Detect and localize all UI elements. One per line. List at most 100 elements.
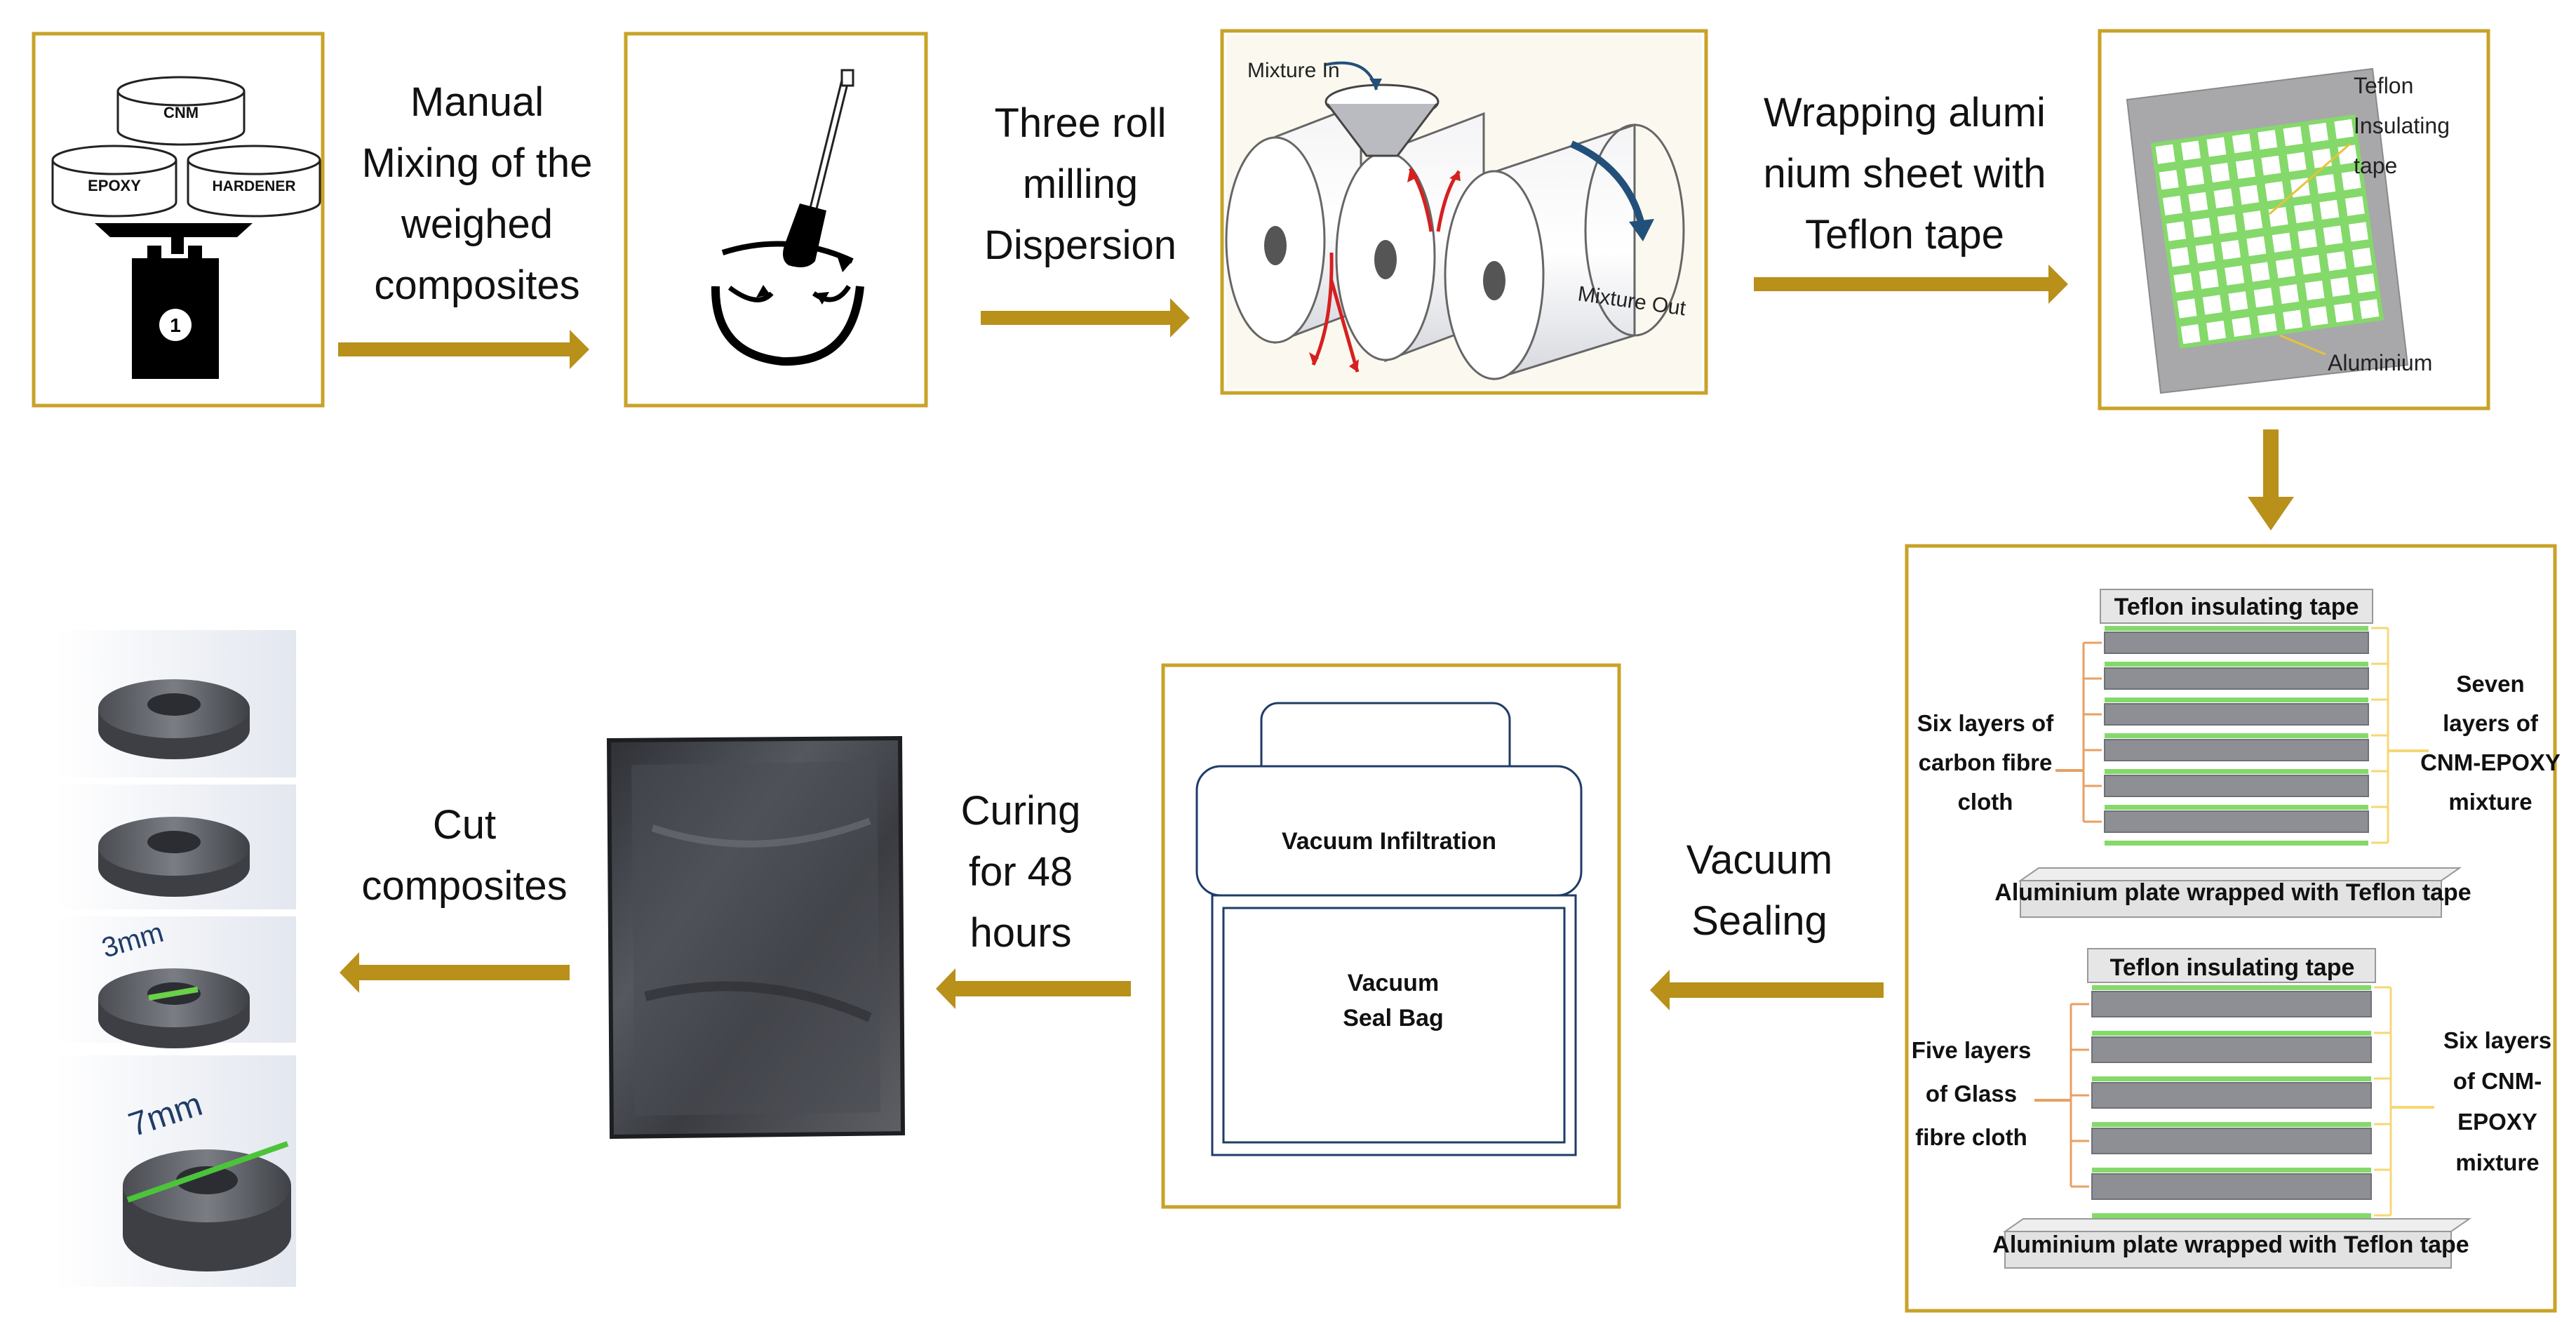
mesh-cell: [2180, 324, 2201, 345]
fibre-ply: [2091, 991, 2372, 1017]
milling-caption: Three roll milling Dispersion: [984, 100, 1176, 268]
mesh-cell: [2359, 299, 2380, 319]
carbon-base-plate-label: Aluminium plate wrapped with Teflon tape: [1994, 879, 2471, 906]
mesh-cell: [2305, 280, 2325, 301]
mesh-cell: [2232, 133, 2252, 154]
ring-sample-icon: [98, 968, 250, 1048]
glass-left-label: Five layers of Glass fibre cloth: [1912, 1037, 2032, 1150]
fibre-ply: [2104, 810, 2369, 833]
mesh-cell: [2283, 309, 2303, 330]
hardener-label: HARDENER: [212, 178, 295, 194]
teflon-pointer: [2269, 142, 2351, 215]
composite-plate-image: [606, 735, 906, 1140]
mesh-cell: [2258, 130, 2278, 150]
label-line: cloth: [1958, 789, 2013, 815]
fibre-ply: [2091, 1082, 2372, 1109]
mesh-cell: [2177, 298, 2197, 319]
caption-line: hours: [970, 910, 1071, 956]
mesh-cell: [2308, 122, 2328, 143]
vacuum-bag-panel: Vacuum Infiltration Vacuum Seal Bag: [1161, 663, 1621, 1209]
mesh-cell: [2246, 236, 2267, 256]
base-plate: [2020, 880, 2442, 918]
caption-line: Cut: [433, 802, 496, 848]
teflon-label-line: Insulating: [2354, 113, 2450, 138]
mesh-cell: [2220, 239, 2241, 260]
vacuum-sealing-caption: Vacuum Sealing: [1686, 837, 1832, 944]
mesh-cell: [2341, 171, 2361, 191]
mesh-cell: [2199, 269, 2219, 289]
caption-line: composites: [361, 863, 567, 909]
label-line: of CNM-: [2453, 1068, 2542, 1094]
flow-arrow-right-icon: [1754, 265, 2068, 304]
epoxy-layer: [2105, 626, 2368, 631]
epoxy-layer: [2092, 1168, 2371, 1173]
label-line: CNM-EPOXY: [2420, 749, 2561, 775]
mesh-cell: [2210, 162, 2230, 183]
teflon-tape-grid: [2150, 114, 2384, 349]
label-line: Six layers: [2443, 1027, 2551, 1053]
caption-line: Manual: [410, 79, 544, 125]
carbon-top-tape-label: Teflon insulating tape: [2114, 594, 2359, 620]
layup-panel: Teflon insulating tape Six layers of car…: [1905, 544, 2561, 1313]
mesh-cell: [2279, 283, 2300, 305]
mesh-cell: [2330, 276, 2350, 297]
mixture-in-arrow: [1325, 61, 1382, 91]
ring-sample-icon: [98, 817, 250, 897]
label-line: Seven: [2456, 671, 2524, 697]
label-line: mixture: [2448, 789, 2532, 815]
mesh-cell: [2173, 272, 2194, 293]
scale-dial: 1: [170, 314, 181, 336]
fibre-ply: [2091, 1173, 2372, 1200]
roller-icon: [1444, 123, 1685, 381]
caption-line: Teflon tape: [1805, 212, 2004, 258]
mesh-cell: [2301, 255, 2321, 275]
mixing-bowl-icon: [711, 69, 864, 366]
carbon-layup-stack: [2018, 589, 2462, 918]
mesh-cell: [2155, 144, 2175, 164]
label-line: layers of: [2443, 710, 2539, 736]
seal-bag-inner: [1222, 907, 1566, 1144]
seal-bag-label: Vacuum: [1348, 970, 1439, 996]
label-line: of Glass: [1926, 1081, 2017, 1107]
mixture-in-label: Mixture In: [1247, 59, 1340, 82]
mesh-cell: [2188, 192, 2208, 212]
caption-line: Mixing of the: [362, 140, 593, 186]
mesh-cell: [2294, 203, 2314, 224]
mesh-cell: [2283, 126, 2303, 147]
fibre-ply: [2104, 739, 2369, 761]
label-line: fibre cloth: [1915, 1124, 2027, 1150]
label-line: carbon fibre: [1919, 749, 2053, 775]
base-plate-top: [2002, 1218, 2472, 1232]
mesh-cell: [2297, 229, 2318, 249]
epoxy-layer: [2105, 697, 2368, 702]
cut-caption: Cut composites: [361, 802, 567, 909]
fibre-ply: [2091, 1036, 2372, 1063]
mesh-cell: [2316, 174, 2336, 194]
aluminium-wrap-panel: Teflon Insulating tape Aluminium: [2098, 29, 2490, 410]
glass-layup-stack: [2002, 948, 2472, 1269]
epoxy-layer: [2105, 805, 2368, 810]
mesh-cell: [2323, 225, 2343, 246]
cnm-container-icon: CNM: [116, 76, 246, 146]
outer-diameter-marker: [126, 1141, 289, 1203]
mesh-cell: [2308, 306, 2328, 326]
mesh-cell: [2185, 166, 2205, 187]
glass-base-plate-label: Aluminium plate wrapped with Teflon tape: [1992, 1231, 2469, 1258]
caption-line: Curing: [961, 788, 1081, 834]
epoxy-layer: [2092, 1076, 2371, 1081]
seal-bag-label: Seal Bag: [1343, 1005, 1444, 1031]
aluminium-pointer: [2279, 334, 2326, 356]
funnel-icon: [1324, 84, 1440, 157]
glass-top-tape-label: Teflon insulating tape: [2110, 954, 2355, 981]
mesh-cell: [2213, 188, 2234, 208]
scale-icon: 1: [95, 223, 253, 379]
carbon-left-label: Six layers of carbon fibre cloth: [1917, 710, 2054, 815]
mesh-cell: [2192, 218, 2212, 238]
mesh-cell: [2206, 137, 2227, 157]
label-line: Five layers: [1912, 1037, 2032, 1063]
ring-sample-icon: [98, 679, 250, 759]
mixing-panel: [624, 32, 928, 408]
ring-sample-icon: [123, 1141, 291, 1271]
caption-line: Three roll: [995, 100, 1167, 146]
mesh-cell: [2265, 181, 2285, 201]
